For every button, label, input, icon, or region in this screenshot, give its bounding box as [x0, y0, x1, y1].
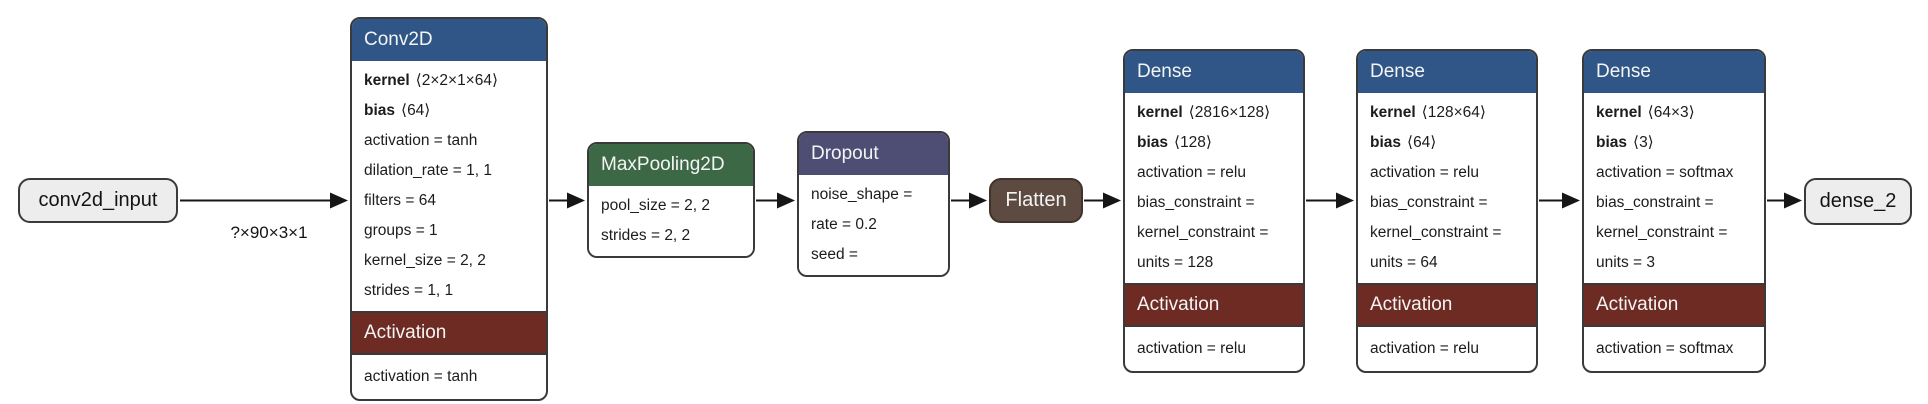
- layer-node-flatten[interactable]: Flatten: [989, 178, 1083, 223]
- layer-params: kernel⟨64×3⟩ bias⟨3⟩ activation = softma…: [1584, 93, 1764, 283]
- param-row: kernel_size = 2, 2: [364, 252, 486, 269]
- layer-node-conv2d[interactable]: Conv2D kernel⟨2×2×1×64⟩ bias⟨64⟩ activat…: [350, 17, 548, 401]
- activation-param-row: activation = tanh: [364, 368, 478, 385]
- param-row: strides = 2, 2: [601, 227, 691, 244]
- activation-param-row: activation = relu: [1137, 340, 1246, 357]
- input-node-label: conv2d_input: [38, 189, 158, 211]
- param-row: activation = relu: [1370, 164, 1479, 181]
- param-row: kernel_constraint =: [1596, 224, 1728, 241]
- param-row: kernel_constraint =: [1137, 224, 1269, 241]
- layer-node-dense2[interactable]: Dense kernel⟨128×64⟩ bias⟨64⟩ activation…: [1356, 49, 1538, 373]
- param-row: activation = tanh: [364, 132, 478, 149]
- layer-params: noise_shape = rate = 0.2 seed =: [799, 175, 948, 275]
- layer-node-dropout[interactable]: Dropout noise_shape = rate = 0.2 seed =: [797, 131, 950, 277]
- layer-node-maxpooling2d[interactable]: MaxPooling2D pool_size = 2, 2 strides = …: [587, 142, 755, 258]
- layer-title: Dropout: [799, 133, 948, 175]
- output-node[interactable]: dense_2: [1804, 178, 1912, 225]
- param-row: kernel⟨128×64⟩: [1370, 104, 1486, 121]
- layer-params: kernel⟨2816×128⟩ bias⟨128⟩ activation = …: [1125, 93, 1303, 283]
- param-row: groups = 1: [364, 222, 438, 239]
- activation-section-title: Activation: [1125, 283, 1303, 327]
- activation-param-row: activation = softmax: [1596, 340, 1734, 357]
- param-row: kernel⟨2×2×1×64⟩: [364, 72, 499, 89]
- param-row: bias⟨128⟩: [1137, 134, 1212, 151]
- param-row: pool_size = 2, 2: [601, 197, 711, 214]
- param-row: filters = 64: [364, 192, 436, 209]
- layer-node-dense3[interactable]: Dense kernel⟨64×3⟩ bias⟨3⟩ activation = …: [1582, 49, 1766, 373]
- activation-section-title: Activation: [1584, 283, 1764, 327]
- param-row: kernel⟨64×3⟩: [1596, 104, 1695, 121]
- param-row: activation = relu: [1137, 164, 1246, 181]
- param-row: activation = softmax: [1596, 164, 1734, 181]
- input-shape-label: ?×90×3×1: [230, 223, 308, 242]
- layer-title: Dense: [1358, 51, 1536, 93]
- activation-section-title: Activation: [352, 311, 546, 355]
- activation-param-row: activation = relu: [1370, 340, 1479, 357]
- param-row: strides = 1, 1: [364, 282, 454, 299]
- param-row: units = 64: [1370, 254, 1438, 271]
- param-row: bias_constraint =: [1596, 194, 1714, 211]
- layer-title: Dense: [1125, 51, 1303, 93]
- layer-params: kernel⟨2×2×1×64⟩ bias⟨64⟩ activation = t…: [352, 61, 546, 311]
- layer-node-dense1[interactable]: Dense kernel⟨2816×128⟩ bias⟨128⟩ activat…: [1123, 49, 1305, 373]
- param-row: rate = 0.2: [811, 216, 877, 233]
- param-row: kernel⟨2816×128⟩: [1137, 104, 1271, 121]
- activation-section-title: Activation: [1358, 283, 1536, 327]
- layer-params: kernel⟨128×64⟩ bias⟨64⟩ activation = rel…: [1358, 93, 1536, 283]
- flatten-node-label: Flatten: [1005, 189, 1067, 211]
- layer-title: Conv2D: [352, 19, 546, 61]
- param-row: units = 128: [1137, 254, 1214, 271]
- layer-title: Dense: [1584, 51, 1764, 93]
- param-row: units = 3: [1596, 254, 1656, 271]
- param-row: bias⟨64⟩: [364, 102, 431, 119]
- layer-title: MaxPooling2D: [589, 144, 753, 186]
- param-row: seed =: [811, 246, 858, 263]
- param-row: bias⟨64⟩: [1370, 134, 1437, 151]
- param-row: kernel_constraint =: [1370, 224, 1502, 241]
- param-row: noise_shape =: [811, 186, 913, 203]
- param-row: bias_constraint =: [1137, 194, 1255, 211]
- layer-params: pool_size = 2, 2 strides = 2, 2: [589, 186, 753, 256]
- param-row: dilation_rate = 1, 1: [364, 162, 492, 179]
- param-row: bias⟨3⟩: [1596, 134, 1654, 151]
- output-node-label: dense_2: [1819, 190, 1897, 212]
- input-node[interactable]: conv2d_input: [18, 178, 178, 223]
- param-row: bias_constraint =: [1370, 194, 1488, 211]
